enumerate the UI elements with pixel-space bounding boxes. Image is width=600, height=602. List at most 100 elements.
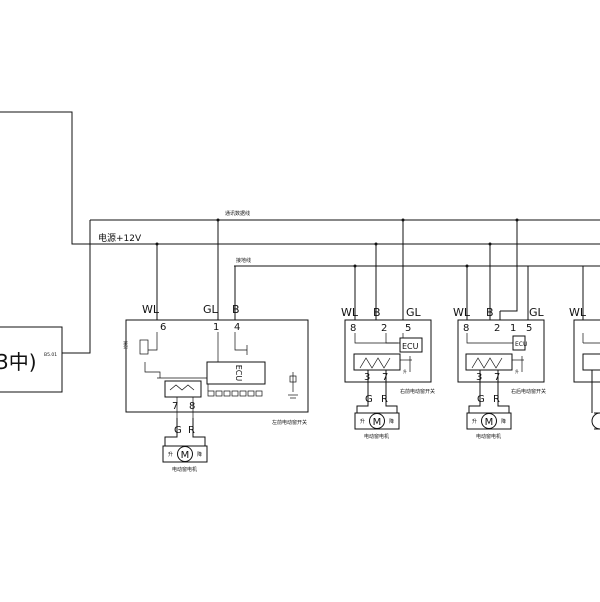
module-a-bottom-pin-3: 3 [364,372,370,383]
main-bottom-pin-7: 7 [172,401,178,412]
main-connector-row [207,384,263,397]
module-b-pin-2: 2 [494,323,500,334]
connector-pad [247,390,255,397]
main-motor-up: 升 [168,451,173,458]
module-b-motor-lead-g [468,370,481,413]
left-edge-module: 3中) B5.01 [0,326,63,393]
main-pin-6: 6 [160,322,166,333]
module-c-relay-block [582,353,600,371]
main-ecu-block [206,361,266,385]
module-b-bottom-pin-3: 3 [476,372,482,383]
ground-switch [289,375,297,383]
module-b-ecu-block [512,335,526,351]
module-a-motor-lead-g [356,370,369,413]
module-a-ecu-block [399,337,423,353]
main-motor-down: 降 [197,451,202,458]
module-b-ecu-label: ECU [515,341,527,348]
main-motor-symbol: M [181,450,190,461]
module-b-motor: G R M 升 降 电动窗电机 [466,370,512,440]
left-edge-text: 3中) [0,350,37,374]
module-a-bottom-pin-7: 7 [382,372,388,383]
module-b-pin-1: 1 [510,323,516,334]
module-a-header-b: B [373,306,381,319]
module-b-pin-5: 5 [526,323,532,334]
main-motor-caption: 电动窗电机 [172,466,197,473]
power-label: 电源+12V [98,232,142,244]
module-a-internal-wire [354,333,360,344]
main-module-caption: 左前电动窗开关 [272,419,307,426]
power-wire [0,111,600,245]
module-a-motor-term-r: R [381,394,388,405]
module-a-motor-caption: 电动窗电机 [364,433,389,440]
module-b-motor-lead-r [497,370,510,413]
module-b-motor-caption: 电动窗电机 [476,433,501,440]
module-b-caption: 右后电动窗开关 [511,388,546,395]
module-a-motor-lead-r [385,370,398,413]
module-a-ecu-label: ECU [402,342,419,351]
connector-pad [215,390,223,397]
connector-pad [223,390,231,397]
module-b-motor-term-r: R [493,394,500,405]
module-a-motor-up: 升 [360,418,365,425]
main-header-b: B [232,303,240,316]
main-bottom-pin-8: 8 [189,401,195,412]
bus-lines [0,111,600,354]
module-a-pin-2: 2 [381,323,387,334]
main-motor: G R M 升 降 电动窗电机 [162,418,208,473]
connector-pad [207,390,215,397]
main-pin-4: 4 [234,322,240,333]
main-header-wl: WL [142,303,160,316]
module-a-caption: 右前电动窗开关 [400,388,435,395]
main-relay-block [164,380,202,398]
main-motor-term-g: G [174,425,182,436]
module-b-motor-up: 升 [472,418,477,425]
connector-pad [255,390,263,397]
module-b-header-b: B [486,306,494,319]
main-motor-term-r: R [188,425,195,436]
module-a-motor-term-g: G [365,394,373,405]
module-a-relay-block [353,353,401,371]
module-b-gl-wire [500,220,518,312]
module-a-header-gl: GL [406,306,422,319]
main-switch-module: WL GL B 6 1 4 控制 ECU 7 8 [122,220,309,473]
main-internal-wire [234,332,247,351]
module-b-internal-wire [466,333,472,344]
module-a-motor-symbol: M [373,417,382,428]
left-edge-box [0,326,63,393]
fourth-switch-module: WL [569,266,600,430]
module-a-motor: G R M 升 降 电动窗电机 [354,370,400,440]
module-a-internal-wire [385,333,400,344]
right-rear-switch-module: WL B GL 8 2 1 5 ECU 升 3 7 右后电动窗开关 G R M … [453,220,546,440]
main-internal-wire [144,362,161,378]
main-ecu-label: ECU [234,365,243,382]
main-header-gl: GL [203,303,219,316]
module-c-box [573,319,600,383]
module-b-motor-term-g: G [477,394,485,405]
module-a-pin-5: 5 [405,323,411,334]
module-b-motor-down: 降 [501,418,506,425]
module-b-motor-symbol: M [485,417,494,428]
module-a-header-wl: WL [341,306,359,319]
main-motor-lead-g [164,418,178,446]
main-side-label: 控制 [122,341,128,349]
module-a-box [344,319,432,383]
module-a-pin-8: 8 [350,323,356,334]
module-b-box [457,319,545,383]
main-motor-circle [177,446,193,462]
module-b-motor-circle [481,413,497,429]
main-motor-lead-r [192,418,206,446]
module-b-pin-8: 8 [463,323,469,334]
module-b-header-wl: WL [453,306,471,319]
module-b-bottom-pin-7: 7 [494,372,500,383]
module-c-header-wl: WL [569,306,587,319]
main-relay-contacts [169,384,195,391]
module-a-motor-circle [369,413,385,429]
module-a-relay-contacts [359,357,391,369]
left-box-feed-wire [62,220,91,354]
main-pin-1: 1 [213,322,219,333]
module-a-small-mark: 升 [403,368,407,374]
module-b-relay-contacts [471,357,503,369]
main-ground-symbol [288,372,298,399]
